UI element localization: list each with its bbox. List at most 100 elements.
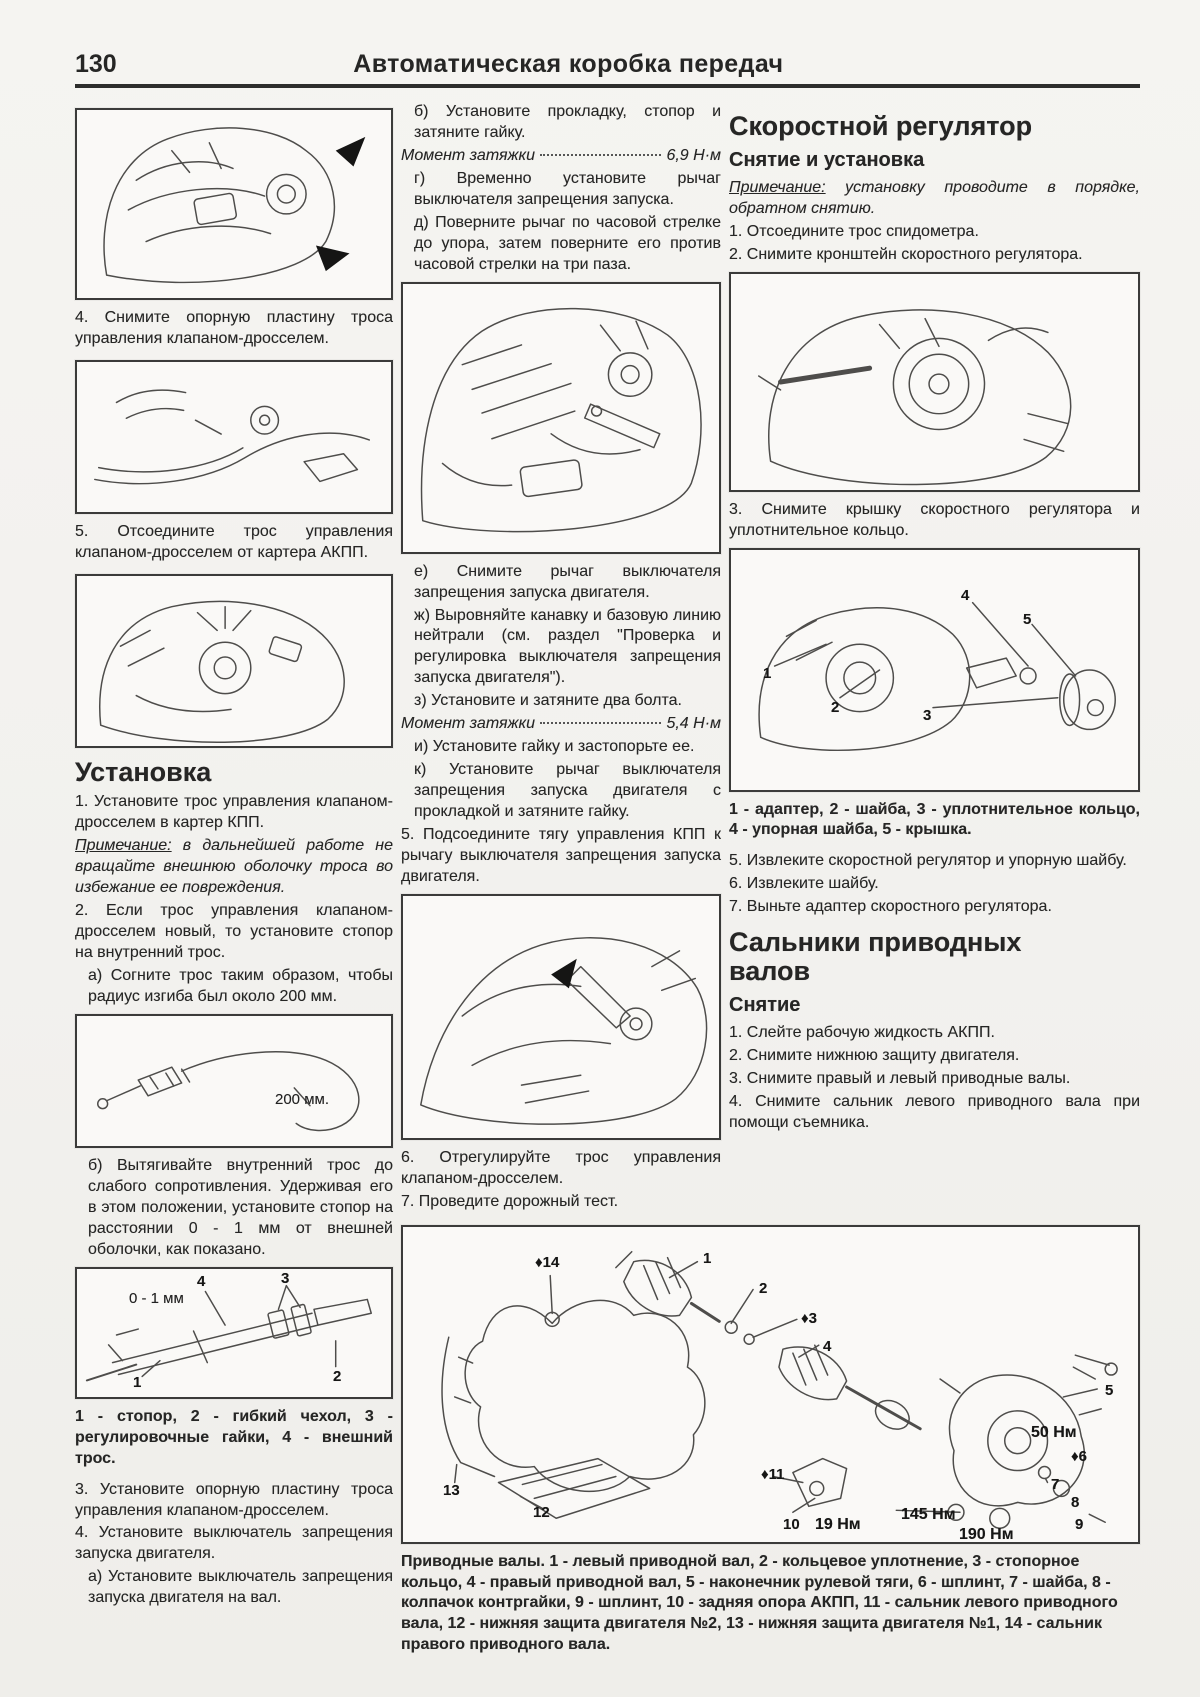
step-text: 5. Подсоедините тягу управления КПП к ры… xyxy=(401,826,721,885)
note-label: Примечание: xyxy=(729,178,826,196)
step-text: 1. Слейте рабочую жидкость АКПП. xyxy=(729,1023,995,1041)
gearbox-line-art-icon xyxy=(99,600,345,743)
note-body: установку проводите в порядке, обратном … xyxy=(729,178,1140,217)
page-title: Автоматическая коробка передач xyxy=(353,50,784,78)
governor-subheading: Снятие и установка xyxy=(729,148,925,171)
step-text: ж) Выровняйте канавку и базовую линию не… xyxy=(414,606,721,687)
torque-spec: Момент затяжки 5,4 Н·м xyxy=(401,714,721,735)
governor-parts-line-art-icon xyxy=(758,601,1116,751)
driveshafts-caption: Приводные валы. 1 - левый приводной вал,… xyxy=(401,1552,1118,1653)
callout-8: 8 xyxy=(1071,1493,1080,1511)
step-text: д) Поверните рычаг по часовой стрелке до… xyxy=(414,213,721,273)
valve-body-line-art-icon xyxy=(420,307,702,532)
callout-9: 9 xyxy=(1075,1515,1084,1533)
install-substep: а) Установите выключатель запрещения зап… xyxy=(88,1568,393,1607)
driveshafts-line-art-icon xyxy=(441,1250,1118,1529)
step-text: з) Установите и затяните два болта. xyxy=(414,692,682,710)
callout-4: 4 xyxy=(197,1272,206,1290)
step-text: 6. Отрегулируйте трос управления клапано… xyxy=(401,1148,721,1187)
figure-cable-bend-radius: 200 мм. xyxy=(75,1013,393,1148)
driveshafts-section: ♦14 1 2 ♦3 4 5 50 Нм ♦6 7 8 9 ♦11 10 19 … xyxy=(401,1215,1140,1666)
figure-throttle-cable-plate xyxy=(75,108,393,300)
control-rod-line-art-icon xyxy=(420,936,708,1125)
figure-governor-bracket xyxy=(729,271,1140,492)
governor-note: Примечание: установку проводите в порядк… xyxy=(729,178,1140,220)
callout-12: 12 xyxy=(533,1503,550,1521)
note-label: Примечание: xyxy=(75,837,172,855)
step-text: 3. Снимите правый и левый приводные валы… xyxy=(729,1069,1071,1087)
step-text: е) Снимите рычаг выключателя запрещения … xyxy=(414,562,721,601)
callout-4: 4 xyxy=(961,586,970,604)
callout-2: 2 xyxy=(333,1367,342,1385)
torque-value: 5,4 Н·м xyxy=(666,715,721,733)
install-substep: б) Вытягивайте внутренний трос до слабог… xyxy=(88,1156,393,1258)
step-text: 4. Снимите сальник левого приводного вал… xyxy=(729,1092,1140,1131)
cable-bend-line-art-icon xyxy=(96,1051,360,1132)
install-substep: а) Согните трос таким образом, чтобы рад… xyxy=(88,967,393,1005)
callout-11: ♦11 xyxy=(761,1465,785,1483)
callout-5: 5 xyxy=(1023,610,1032,628)
install-note: Примечание: в дальнейшей работе не враща… xyxy=(75,836,393,899)
callout-3: ♦3 xyxy=(801,1309,817,1327)
install-step: 2. Если трос управления клапаном-дроссел… xyxy=(75,902,393,962)
torque-label: Момент затяжки xyxy=(401,715,535,733)
callout-6: ♦6 xyxy=(1071,1447,1087,1465)
callout-4: 4 xyxy=(823,1337,832,1355)
engine-line-art-icon xyxy=(103,127,366,284)
step-text: 2. Снимите нижнюю защиту двигателя. xyxy=(729,1046,1020,1064)
install-step: 3. Установите опорную пластину троса упр… xyxy=(75,1480,393,1519)
figure-switch-alignment xyxy=(401,281,721,554)
callout-1: 1 xyxy=(703,1249,712,1267)
torque-label-190: 190 Нм xyxy=(959,1525,1014,1543)
page-number: 130 xyxy=(75,50,117,78)
dotted-leader xyxy=(539,722,662,725)
callout-2: 2 xyxy=(759,1279,768,1297)
oil-seals-subheading: Снятие xyxy=(729,993,801,1016)
callout-1: 1 xyxy=(763,664,772,682)
arrow-marker-icon xyxy=(335,136,366,167)
figure-control-rod xyxy=(401,893,721,1140)
callout-14: ♦14 xyxy=(535,1253,560,1271)
page-content: 4. Снимите опорную пластину троса управл… xyxy=(75,102,1140,1666)
step-text: и) Установите гайку и застопорьте ее. xyxy=(414,738,695,756)
dimension-label: 200 мм. xyxy=(275,1090,329,1108)
step-text: к) Установите рычаг выключателя запрещен… xyxy=(414,761,721,821)
step-text: 2. Снимите кронштейн скоростного регулят… xyxy=(729,245,1083,263)
oil-seals-heading: Сальники приводных валов xyxy=(729,927,1022,986)
stopper-line-art-icon xyxy=(85,1284,372,1382)
step-text: 3. Снимите крышку скоростного регулятора… xyxy=(729,500,1140,539)
callout-3: 3 xyxy=(281,1269,290,1287)
step-text: б) Установите прокладку, стопор и затяни… xyxy=(414,103,721,141)
step-caption: 5. Отсоедините трос управления клапаном-… xyxy=(75,522,393,561)
page-header: 130 Автоматическая коробка передач xyxy=(75,50,1140,88)
arrow-marker-icon xyxy=(315,245,350,272)
parts-caption: 1 - адаптер, 2 - шайба, 3 - уплотнительн… xyxy=(729,800,1140,839)
dimension-label: 0 - 1 мм xyxy=(129,1289,184,1307)
governor-heading: Скоростной регулятор xyxy=(729,111,1033,141)
middle-column: б) Установите прокладку, стопор и затяни… xyxy=(401,102,721,1215)
parts-caption: 1 - стопор, 2 - гибкий чехол, 3 - регули… xyxy=(75,1407,393,1467)
step-text: 7. Проведите дорожный тест. xyxy=(401,1192,619,1210)
callout-10: 10 xyxy=(783,1515,800,1533)
torque-label-19: 19 Нм xyxy=(815,1515,861,1533)
figure-driveshafts: ♦14 1 2 ♦3 4 5 50 Нм ♦6 7 8 9 ♦11 10 19 … xyxy=(401,1224,1140,1544)
cable-line-art-icon xyxy=(94,389,371,485)
callout-1: 1 xyxy=(133,1373,142,1391)
left-column: 4. Снимите опорную пластину троса управл… xyxy=(75,102,393,1666)
callout-7: 7 xyxy=(1051,1475,1060,1493)
governor-line-art-icon xyxy=(757,308,1072,485)
step-text: 1. Отсоедините трос спидометра. xyxy=(729,222,979,240)
torque-spec: Момент затяжки 6,9 Н·м xyxy=(401,146,721,167)
step-text: 7. Выньте адаптер скоростного регулятора… xyxy=(729,898,1052,916)
callout-3: 3 xyxy=(923,706,932,724)
figure-gearbox-case xyxy=(75,573,393,748)
step-text: 6. Извлеките шайбу. xyxy=(729,875,879,893)
right-column: Скоростной регулятор Снятие и установка … xyxy=(729,102,1140,1215)
step-text: г) Временно установите рычаг выключателя… xyxy=(414,169,721,208)
torque-value: 6,9 Н·м xyxy=(666,146,721,164)
step-caption: 4. Снимите опорную пластину троса управл… xyxy=(75,309,393,347)
torque-label-145: 145 Нм xyxy=(901,1505,956,1523)
torque-label: Момент затяжки xyxy=(401,146,535,164)
figure-governor-parts: 4 5 1 2 3 xyxy=(729,547,1140,792)
